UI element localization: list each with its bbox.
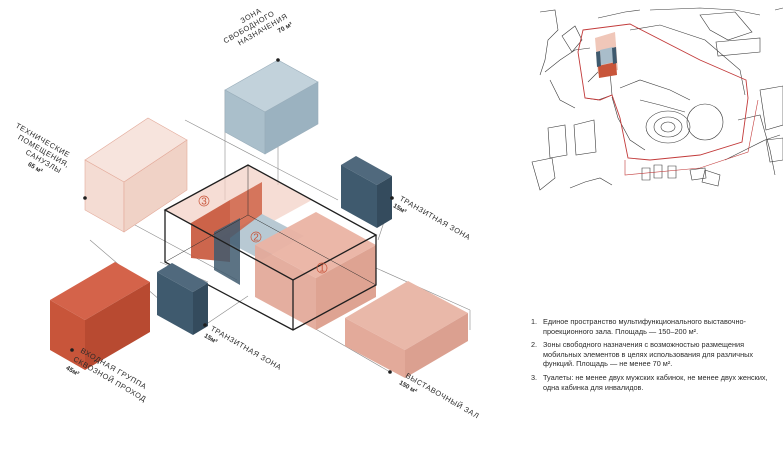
main-volume	[163, 164, 378, 331]
transit-left-label: ТРАНЗИТНАЯ ЗОНА 15м²	[203, 324, 284, 372]
transit-right-label: ТРАНЗИТНАЯ ЗОНА 15м²	[392, 194, 473, 242]
site-plan	[531, 7, 783, 191]
svg-text:45м²: 45м²	[65, 365, 81, 378]
svg-text:ТРАНЗИТНАЯ ЗОНА: ТРАНЗИТНАЯ ЗОНА	[209, 324, 283, 372]
svg-text:ВЫСТАВОЧНЫЙ ЗАЛ: ВЫСТАВОЧНЫЙ ЗАЛ	[404, 371, 481, 421]
legend-item: 3. Туалеты: не менее двух мужских кабино…	[531, 373, 781, 392]
legend-item: 2. Зоны свободного назначения с возможно…	[531, 340, 781, 369]
transit-zone-left-block	[157, 263, 208, 335]
connector-dots	[70, 58, 394, 374]
site-boundary-outer	[624, 99, 759, 176]
free-zone-label: ЗОНА СВОБОДНОГО НАЗНАЧЕНИЯ 70 м²	[222, 6, 294, 47]
legend-number: 1.	[531, 317, 538, 326]
transit-zone-right-block	[341, 156, 392, 228]
marker-3: 3	[198, 195, 210, 208]
svg-text:2: 2	[253, 233, 259, 244]
tech-rooms-block	[84, 117, 188, 233]
svg-text:3: 3	[201, 197, 207, 208]
legend-list: 1. Единое пространство мультифункциональ…	[531, 317, 781, 396]
svg-text:1: 1	[319, 264, 325, 275]
exhibition-hall-label: ВЫСТАВОЧНЫЙ ЗАЛ 150 м²	[398, 371, 481, 421]
exhibition-hall-block	[345, 281, 468, 378]
legend-item: 1. Единое пространство мультифункциональ…	[531, 317, 781, 336]
tech-rooms-label: ТЕХНИЧЕСКИЕ ПОМЕЩЕНИЯ, САНУЗЛЫ 65 м²	[14, 121, 72, 175]
legend-text: Зоны свободного назначения с возможность…	[543, 340, 753, 369]
entrance-block	[50, 262, 150, 370]
marker-1: 1	[316, 262, 328, 275]
marker-2: 2	[250, 231, 262, 244]
legend-text: Единое пространство мультифункциональног…	[543, 317, 746, 336]
site-boundary	[577, 23, 749, 161]
svg-text:ТРАНЗИТНАЯ ЗОНА: ТРАНЗИТНАЯ ЗОНА	[398, 194, 472, 242]
free-zone-block	[224, 59, 319, 155]
legend-number: 2.	[531, 340, 538, 350]
site-plan-highlight	[595, 32, 618, 78]
legend-number: 3.	[531, 372, 538, 382]
legend-text: Туалеты: не менее двух мужских кабинок, …	[543, 372, 768, 392]
